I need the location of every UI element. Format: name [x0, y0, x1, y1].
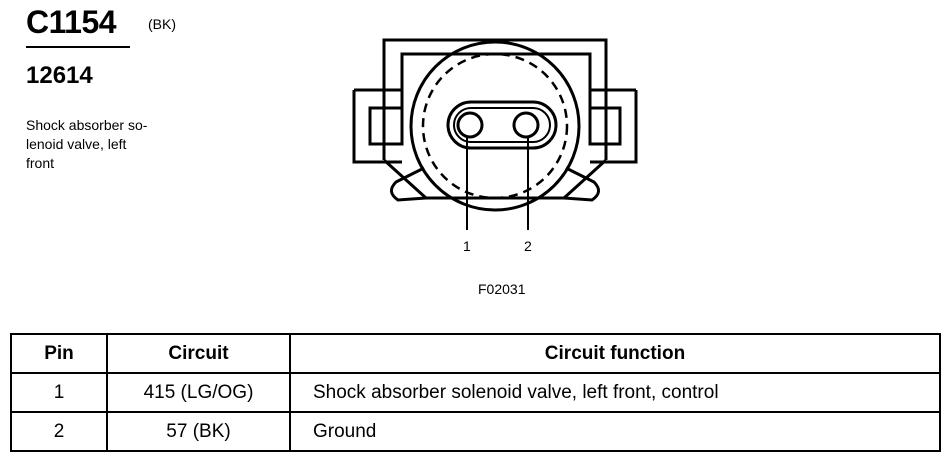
connector-diagram [352, 38, 638, 230]
connector-housing-inner [400, 52, 592, 140]
title-underline [26, 46, 130, 48]
pin-label-2: 2 [524, 238, 532, 254]
cell-circuit-function: Shock absorber solenoid valve, left fron… [289, 372, 941, 413]
cell-pin: 1 [10, 372, 108, 413]
pin-cavity-inner [453, 107, 551, 143]
pin-table: Pin Circuit Circuit function 1 415 (LG/O… [10, 333, 941, 452]
cell-circuit: 57 (BK) [106, 411, 291, 452]
cell-pin: 2 [10, 411, 108, 452]
connector-color: (BK) [148, 16, 176, 32]
pin-label-1: 1 [463, 238, 471, 254]
table-header-row: Pin Circuit Circuit function [10, 333, 941, 374]
terminal-1 [456, 111, 484, 139]
terminal-2 [512, 111, 540, 139]
figure-code: F02031 [478, 281, 526, 297]
component-description: Shock absorber so- lenoid valve, left fr… [26, 117, 148, 171]
pin-cavity [446, 100, 558, 150]
connector-body-lower [382, 158, 608, 200]
left-latch [352, 88, 404, 164]
left-tab [390, 166, 427, 202]
cell-circuit: 415 (LG/OG) [106, 372, 291, 413]
header-circuit: Circuit [106, 333, 291, 374]
connector-housing-outer [382, 38, 608, 160]
table-row: 2 57 (BK) Ground [10, 411, 941, 452]
cell-circuit-function: Ground [289, 411, 941, 452]
right-latch [588, 88, 638, 164]
table-row: 1 415 (LG/OG) Shock absorber solenoid va… [10, 372, 941, 413]
keyway-dashed-circle [421, 52, 569, 200]
connector-id: C1154 [26, 4, 117, 40]
right-tab [563, 166, 600, 202]
header-pin: Pin [10, 333, 108, 374]
header-circuit-function: Circuit function [289, 333, 941, 374]
seal-circle [409, 40, 581, 212]
part-number: 12614 [26, 62, 93, 89]
